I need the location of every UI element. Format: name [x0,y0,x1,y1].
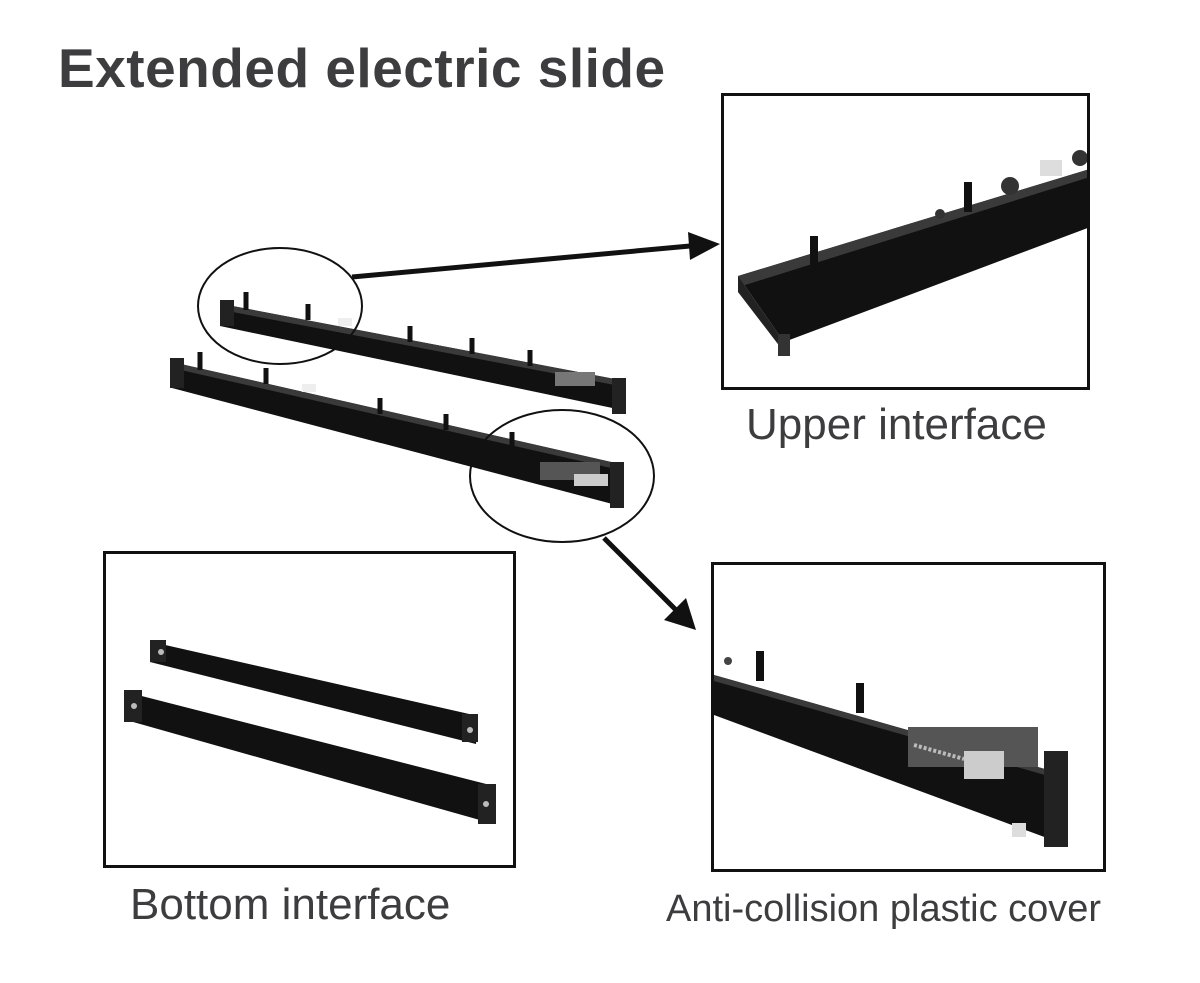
anti-collision-cover-photo [711,562,1106,872]
upper-interface-caption: Upper interface [746,400,1047,449]
page-title: Extended electric slide [58,37,666,99]
anti-collision-caption: Anti-collision plastic cover [666,888,1102,930]
lower-callout-ellipse [469,409,655,543]
bottom-interface-caption: Bottom interface [130,880,451,929]
lower-rail [170,352,624,508]
arrow-head-upper [688,232,720,260]
arrow-head-lower [664,598,696,630]
upper-interface-photo [721,93,1090,390]
bottom-interface-photo [103,551,516,868]
upper-rail [220,292,626,414]
upper-callout-ellipse [197,247,363,365]
